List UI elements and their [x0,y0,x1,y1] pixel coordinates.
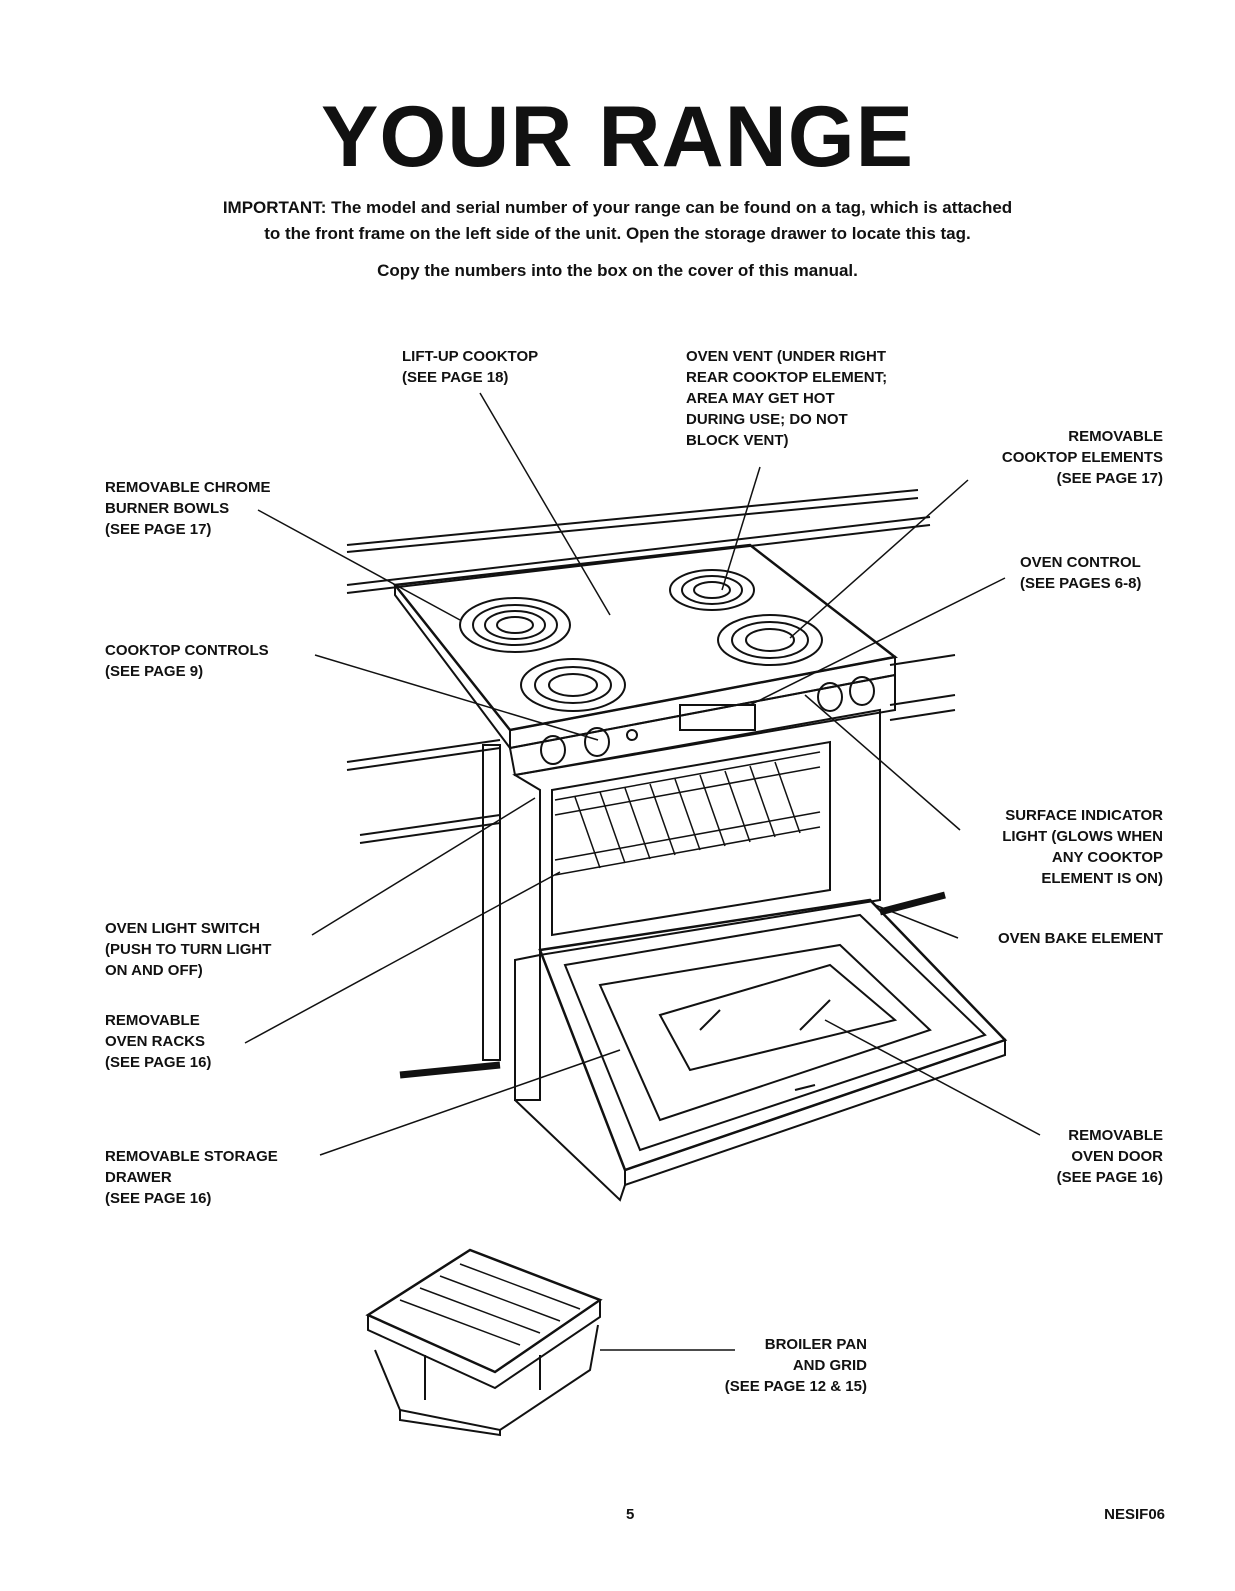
label-burner-bowls: REMOVABLE CHROME BURNER BOWLS (SEE PAGE … [105,477,271,540]
oven-racks [554,751,821,876]
burners [459,569,823,712]
label-oven-light-switch: OVEN LIGHT SWITCH (PUSH TO TURN LIGHT ON… [105,918,271,981]
label-broiler-pan: BROILER PAN AND GRID (SEE PAGE 12 & 15) [725,1334,867,1397]
label-line: OVEN LIGHT SWITCH [105,920,260,937]
important-lead: IMPORTANT: [222,198,327,217]
important-line-2: to the front frame on the left side of t… [264,224,971,243]
document-code: NESIF06 [1104,1506,1165,1523]
label-line: BLOCK VENT) [686,432,789,449]
label-line: (SEE PAGE 17) [105,521,212,538]
label-line: (SEE PAGE 17) [1056,470,1163,487]
label-line: REAR COOKTOP ELEMENT; [686,369,888,386]
label-surface-indicator: SURFACE INDICATOR LIGHT (GLOWS WHEN ANY … [1002,805,1163,889]
counter-lines [346,489,956,1079]
label-line: ANY COOKTOP [1051,849,1163,866]
label-oven-control: OVEN CONTROL (SEE PAGES 6-8) [1020,552,1141,594]
label-line: DRAWER [105,1169,172,1186]
oven-door [538,898,1008,1187]
label-line: (SEE PAGE 16) [1056,1169,1163,1186]
label-line: (PUSH TO TURN LIGHT [105,941,272,958]
label-lift-up-cooktop: LIFT-UP COOKTOP (SEE PAGE 18) [402,346,538,388]
label-line: ELEMENT IS ON) [1041,870,1163,887]
label-line: LIGHT (GLOWS WHEN [1002,828,1163,845]
label-cooktop-controls: COOKTOP CONTROLS (SEE PAGE 9) [105,640,269,682]
label-line: (SEE PAGES 6-8) [1020,575,1142,592]
label-oven-bake-element: OVEN BAKE ELEMENT [998,928,1163,949]
label-removable-cooktop-elements: REMOVABLE COOKTOP ELEMENTS (SEE PAGE 17) [1002,426,1163,489]
label-line: REMOVABLE STORAGE [105,1148,278,1165]
label-line: OVEN BAKE ELEMENT [997,930,1163,947]
label-oven-racks: REMOVABLE OVEN RACKS (SEE PAGE 16) [105,1010,211,1073]
label-line: LIFT-UP COOKTOP [402,348,539,365]
label-line: BURNER BOWLS [105,500,230,517]
label-oven-vent: OVEN VENT (UNDER RIGHT REAR COOKTOP ELEM… [686,346,887,451]
label-storage-drawer: REMOVABLE STORAGE DRAWER (SEE PAGE 16) [105,1146,278,1209]
label-line: (SEE PAGE 16) [105,1190,212,1207]
label-line: (SEE PAGE 18) [402,369,509,386]
label-line: REMOVABLE [105,1012,200,1029]
label-line: OVEN VENT (UNDER RIGHT [686,348,887,365]
label-line: REMOVABLE [1068,428,1163,445]
label-line: AND GRID [792,1357,867,1374]
important-line-1: IMPORTANT: The model and serial number o… [0,198,1235,218]
label-line: REMOVABLE CHROME [105,479,271,496]
label-line: (SEE PAGE 12 & 15) [724,1378,867,1395]
label-line: DURING USE; DO NOT [686,411,848,428]
label-line: OVEN DOOR [1071,1148,1163,1165]
label-line: AREA MAY GET HOT [686,390,835,407]
label-line: COOKTOP CONTROLS [105,642,269,659]
important-text-1: The model and serial number of your rang… [331,198,1013,217]
leader-lines [244,392,1041,1351]
page-title: YOUR RANGE [321,89,914,185]
broiler-pan [365,1248,603,1437]
storage-drawer [514,953,626,1202]
label-line: OVEN CONTROL [1020,554,1141,571]
label-oven-door: REMOVABLE OVEN DOOR (SEE PAGE 16) [1057,1125,1163,1188]
control-panel [508,673,896,777]
label-line: BROILER PAN [764,1336,867,1353]
label-line: REMOVABLE [1068,1127,1163,1144]
important-line-3: Copy the numbers into the box on the cov… [377,261,858,280]
label-line: SURFACE INDICATOR [1005,807,1163,824]
label-line: ON AND OFF) [105,962,203,979]
label-line: COOKTOP ELEMENTS [1001,449,1163,466]
page-number: 5 [626,1506,635,1523]
left-cabinet [482,744,501,1061]
label-line: (SEE PAGE 16) [105,1054,212,1071]
label-line: OVEN RACKS [105,1033,206,1050]
label-line: (SEE PAGE 9) [105,663,204,680]
oven-cavity [512,708,881,957]
